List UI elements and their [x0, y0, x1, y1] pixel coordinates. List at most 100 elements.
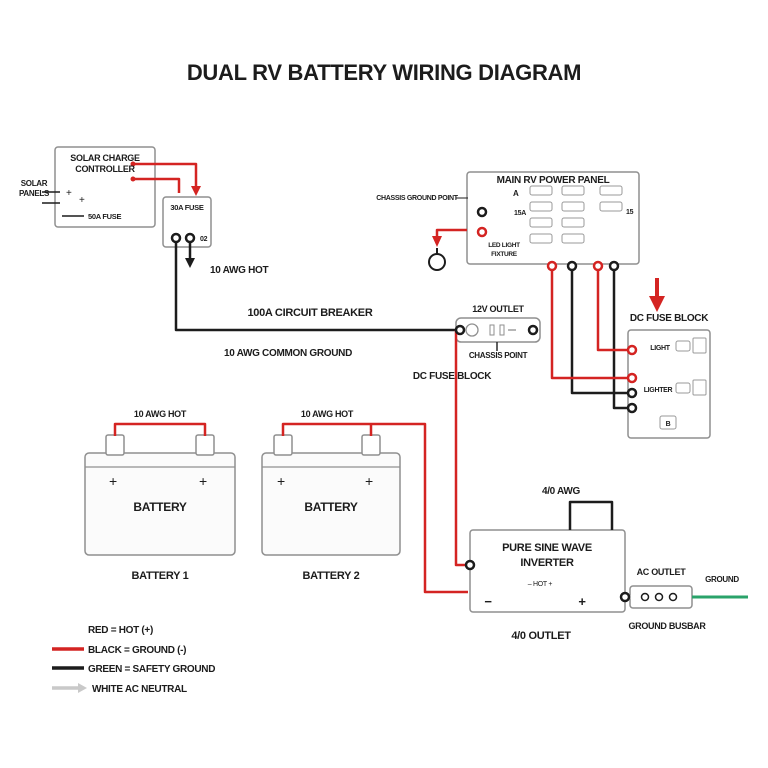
fuse-30a-label: 30A FUSE: [170, 203, 203, 212]
battery1-caption: BATTERY 1: [132, 570, 189, 582]
outlet-12v-label: 12V OUTLET: [472, 304, 524, 314]
fuse-holder: [675, 340, 691, 352]
wire-panel-to-fuseblock-3: [570, 266, 630, 395]
solar-plus-1: +: [66, 188, 72, 199]
wire-panel-to-fuseblock-1: [596, 266, 630, 352]
panel-fuse: [561, 233, 585, 244]
dc-fuse-block-box: [627, 329, 711, 439]
main-panel-title: MAIN RV POWER PANEL: [497, 175, 610, 186]
solar-panels-label-2: PANELS: [19, 189, 50, 198]
panel-fuse-grid: [529, 185, 623, 244]
terminal-fuse30-left: [170, 232, 182, 244]
wire-panel-to-fuseblock-4: [612, 266, 630, 410]
legend-neutral-arrow-icon: [78, 683, 87, 693]
panel-fuse: [561, 185, 585, 196]
wire-battery2-to-inverter: [281, 422, 468, 594]
ground-busbar-label: GROUND BUSBAR: [628, 621, 706, 631]
busbar-hole: [640, 592, 650, 602]
chassis-ground-point-label: CHASSIS GROUND POINT: [376, 195, 459, 202]
fuse-slot-b: [659, 415, 677, 430]
terminal-fuseblock-2: [626, 372, 638, 384]
hot-10awg-top-label: 10 AWG HOT: [210, 265, 268, 276]
inverter-hot-label: – HOT +: [528, 581, 553, 588]
battery1-plus-right: +: [199, 473, 207, 489]
wire-solar-to-fuse-2: [133, 177, 181, 193]
dc-fuse-block-title: DC FUSE BLOCK: [630, 313, 709, 324]
terminals: [170, 206, 678, 603]
legend-label-green: GREEN = SAFETY GROUND: [88, 664, 215, 675]
terminal-panel-bottom-3: [592, 260, 604, 272]
circuit-breaker-label: 100A CIRCUIT BREAKER: [247, 307, 372, 319]
wire-solar-to-fuse-1: [133, 162, 198, 186]
wire-panel-to-chassis: [435, 228, 467, 238]
chassis-ground-icon: [428, 253, 446, 271]
arrow-10awg-hot: [185, 258, 195, 268]
terminal-controller-2: [130, 176, 136, 182]
panel-fuse: [529, 217, 553, 228]
led-light-label-1: LED LIGHT: [488, 242, 520, 249]
battery2-plus-right: +: [365, 473, 373, 489]
solar-plus-2: +: [79, 195, 85, 206]
led-light-label-2: FIXTURE: [491, 251, 518, 258]
arrow-into-dc-fuse-block: [649, 296, 665, 312]
solar-panels-label-1: SOLAR: [21, 179, 48, 188]
fuse-30a-code: 02: [200, 236, 208, 243]
terminal-outlet-left: [454, 324, 466, 336]
ac-outlet-label: AC OUTLET: [637, 567, 687, 577]
dc-fuse-block-parts: [659, 337, 707, 430]
fuseblock-light-label: LIGHT: [650, 345, 671, 352]
red-wires: [113, 162, 659, 594]
solar-controller-box: [54, 146, 156, 228]
wire-panel-to-fuseblock-2: [550, 266, 630, 380]
arrow-into-chassis-ground: [432, 236, 442, 247]
page-title: DUAL RV BATTERY WIRING DIAGRAM: [187, 60, 581, 85]
fuse-cartridge: [692, 337, 707, 354]
inverter-label-2: INVERTER: [520, 557, 574, 569]
fuseblock-b-label: B: [666, 421, 671, 428]
black-wires: [174, 242, 630, 530]
busbar-hole: [654, 592, 664, 602]
panel-a-label: A: [513, 189, 519, 198]
terminal-fuse30-right: [184, 232, 196, 244]
panel-15-label: 15: [626, 209, 634, 216]
inverter-label-1: PURE SINE WAVE: [502, 542, 592, 554]
panel-fuse: [561, 201, 585, 212]
terminal-fuseblock-3: [626, 387, 638, 399]
chassis-point-label: CHASSIS POINT: [469, 351, 528, 360]
battery2-plus-left: +: [277, 473, 285, 489]
legend-label-red: RED = HOT (+): [88, 625, 153, 636]
dc-fuse-block-left-label: DC FUSE BLOCK: [413, 371, 492, 382]
outlet-socket-circle: [465, 323, 479, 337]
battery2-terminal-right: [361, 434, 381, 456]
panel-fuse: [529, 185, 553, 196]
terminal-panel-bottom-4: [608, 260, 620, 272]
arrow-into-fuse: [191, 186, 201, 196]
outlet-4-0-label: 4/0 OUTLET: [511, 630, 571, 642]
fuse-50a-label: 50A FUSE: [88, 212, 121, 221]
fuse-cartridge: [692, 379, 707, 396]
battery2-terminal-left: [273, 434, 293, 456]
terminal-panel-bottom-1: [546, 260, 558, 272]
panel-fuse: [599, 201, 623, 212]
outlet-slot: [499, 324, 505, 336]
legend-label-neutral: WHITE AC NEUTRAL: [92, 684, 187, 695]
legend-label-black: BLACK = GROUND (-): [88, 645, 186, 656]
panel-fuse: [561, 217, 585, 228]
inverter-plus-label: +: [578, 594, 586, 609]
legend: RED = HOT (+) BLACK = GROUND (-) GREEN =…: [52, 625, 216, 695]
panel-fuse: [599, 185, 623, 196]
awg-4-0-label: 4/0 AWG: [542, 486, 581, 497]
terminal-panel-bottom-2: [566, 260, 578, 272]
small-leads: [42, 191, 498, 351]
battery2-hot-label: 10 AWG HOT: [301, 409, 354, 419]
solar-controller-label-1: SOLAR CHARGE: [70, 153, 140, 163]
common-ground-label: 10 AWG COMMON GROUND: [224, 348, 352, 359]
wire-outlet-to-inverter: [454, 330, 466, 567]
battery1-plus-left: +: [109, 473, 117, 489]
battery2-box: [261, 452, 401, 556]
wire-common-ground: [174, 242, 456, 332]
component-boxes: [54, 146, 711, 613]
battery1-hot-label: 10 AWG HOT: [134, 409, 187, 419]
outlet-12v-box: [455, 317, 541, 343]
